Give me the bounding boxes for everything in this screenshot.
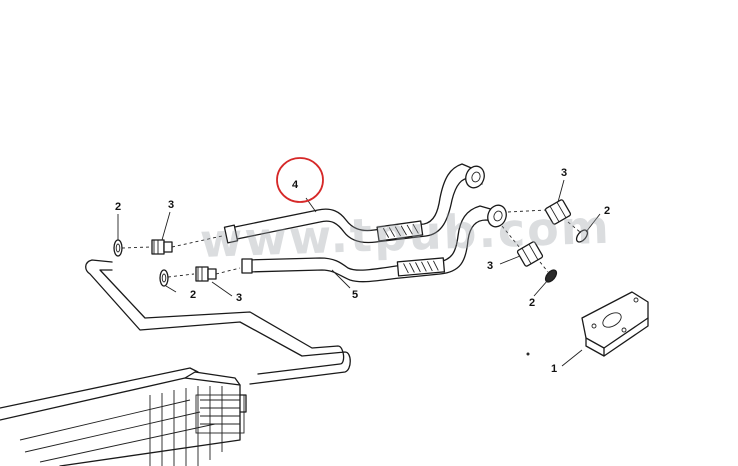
radiator-core	[0, 367, 247, 466]
callout-3-left-lower: 3	[236, 292, 242, 304]
callout-2-right-upper: 2	[604, 205, 610, 217]
callout-5: 5	[352, 289, 358, 301]
adapter-plate-1	[526, 291, 649, 357]
callout-3-left-upper: 3	[168, 199, 174, 211]
callout-3-right-upper: 3	[561, 167, 567, 179]
callout-labels: 2 3 2 3 4 5 3 2 3 2 1	[115, 167, 610, 375]
watermark: www.tpub.com	[199, 200, 612, 268]
callout-2-left-lower: 2	[190, 289, 196, 301]
callout-3-right-lower: 3	[487, 260, 493, 272]
left-fittings	[113, 235, 241, 287]
tube-assembly-5	[241, 204, 507, 283]
callout-2-right-lower: 2	[529, 297, 535, 309]
callout-2-left-upper: 2	[115, 201, 121, 213]
tube-assembly-4	[223, 163, 485, 244]
callout-4: 4	[292, 179, 299, 191]
highlight-circle	[276, 157, 324, 203]
leader-lines	[117, 179, 601, 367]
hose-routing-line	[85, 259, 351, 385]
callout-1: 1	[551, 363, 557, 375]
